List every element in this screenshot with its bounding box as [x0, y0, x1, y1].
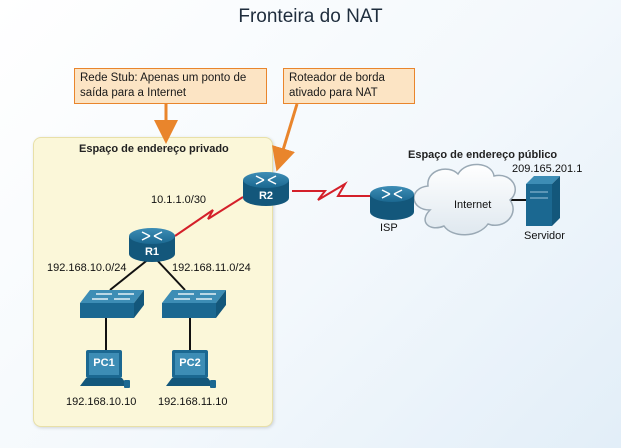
lan1-network-label: 192.168.10.0/24	[47, 262, 127, 274]
isp-router-icon	[370, 186, 414, 220]
switch2-icon	[162, 290, 226, 318]
pc1-icon	[80, 350, 130, 388]
switch1-icon	[80, 290, 144, 318]
server-label: Servidor	[524, 230, 565, 242]
r1-router-icon	[129, 228, 175, 262]
pc1-label: PC1	[93, 357, 115, 369]
link-r1-switch2	[154, 257, 186, 291]
link-r1-switch1	[109, 257, 151, 291]
lan2-network-label: 192.168.11.0/24	[172, 262, 251, 274]
page-title: Fronteira do NAT	[238, 6, 383, 27]
r1-r2-network-label: 10.1.1.0/30	[151, 194, 207, 206]
isp-label: ISP	[380, 222, 398, 234]
pc2-address-label: 192.168.11.10	[158, 396, 228, 408]
public-zone-label: Espaço de endereço público	[408, 149, 558, 161]
pc2-icon	[166, 350, 216, 388]
r1-label: R1	[144, 246, 160, 258]
private-zone-label: Espaço de endereço privado	[79, 143, 229, 155]
private-address-zone	[33, 137, 273, 427]
server-address-label: 209.165.201.1	[512, 163, 583, 175]
pc2-label: PC2	[179, 357, 201, 369]
r2-router-icon	[243, 172, 289, 206]
pc1-address-label: 192.168.10.10	[66, 396, 137, 408]
internet-label: Internet	[454, 199, 492, 211]
server-icon	[526, 176, 560, 226]
internet-cloud-icon	[413, 163, 516, 236]
r2-label: R2	[258, 190, 274, 202]
serial-link-r2-isp	[292, 181, 372, 201]
border-callout-arrow	[272, 103, 299, 172]
border-router-callout: Roteador de borda ativado para NAT	[283, 68, 415, 104]
serial-link-r1-r2	[174, 196, 244, 237]
stub-network-callout: Rede Stub: Apenas um ponto de saída para…	[74, 68, 267, 104]
